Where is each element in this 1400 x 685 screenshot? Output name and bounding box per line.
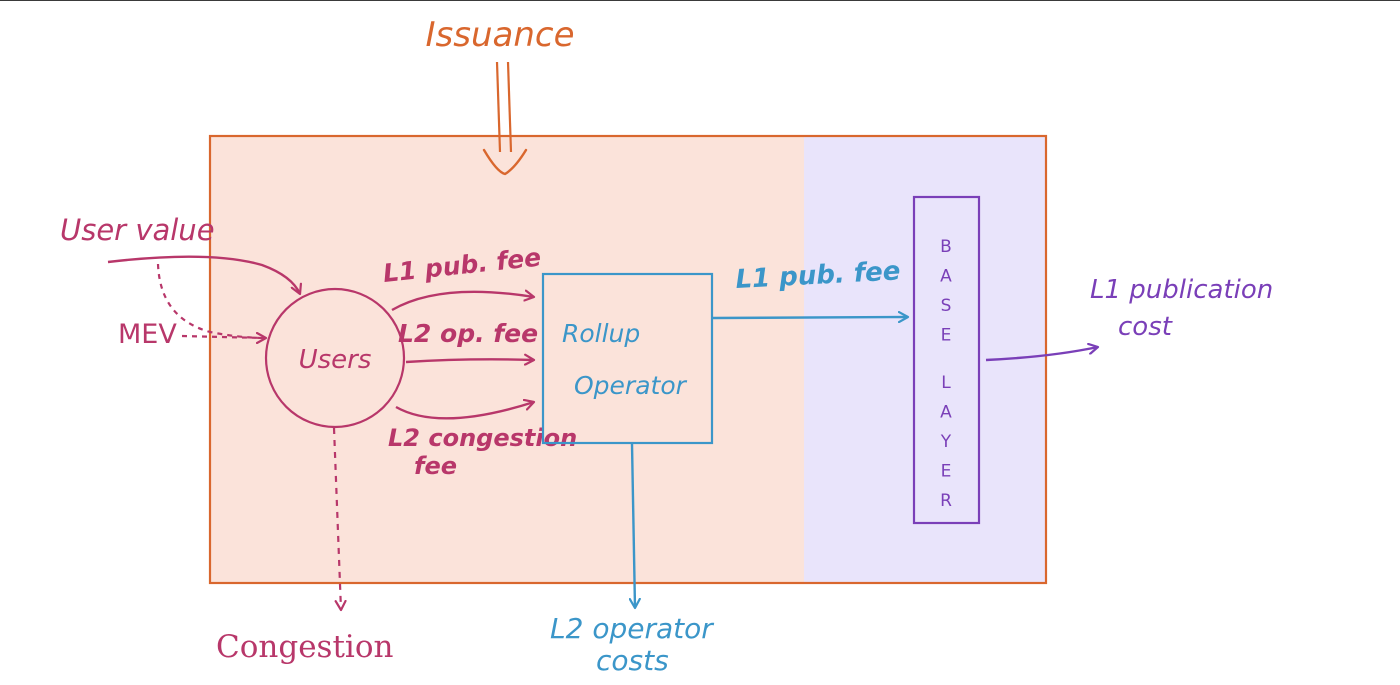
base-layer-letter: B — [940, 237, 952, 257]
user-value-arrow — [107, 255, 300, 294]
base-layer-node — [912, 195, 981, 525]
base-layer-letter: A — [940, 403, 952, 423]
l2-congestion-fee-label-line1: L2 congestion — [388, 424, 577, 452]
congestion-label: Congestion — [216, 629, 393, 665]
base-layer-letter: R — [940, 491, 952, 511]
l2-op-fee-label: L2 op. fee — [398, 319, 538, 348]
users-node — [264, 287, 406, 429]
issuance-arrow — [482, 61, 528, 176]
l2-operator-costs-arrow — [632, 443, 635, 608]
l1-publication-cost-label-line1: L1 publication — [1090, 275, 1273, 305]
issuance-label: Issuance — [426, 15, 575, 55]
base-layer-letter: S — [941, 296, 952, 316]
system-boundary — [208, 134, 1048, 585]
rollup-operator-label-line1: Rollup — [562, 319, 640, 348]
top-rule — [0, 0, 1400, 1]
l2-operator-costs-label-line2: costs — [596, 644, 669, 677]
l1-publication-cost-arrow — [985, 347, 1098, 362]
base-layer-letter: E — [941, 462, 952, 482]
rollup-operator-node — [541, 272, 714, 445]
base-layer-letter: Y — [940, 432, 952, 452]
user-value-label: User value — [60, 213, 215, 247]
l2-operator-costs-label-line1: L2 operator — [550, 612, 714, 645]
users-label: Users — [299, 345, 372, 375]
mev-label: MEV — [118, 319, 177, 350]
base-layer-letter: A — [940, 267, 952, 287]
l2-congestion-fee-arrow — [395, 402, 534, 420]
rollup-operator-label-line2: Operator — [574, 371, 688, 400]
l2-op-fee-arrow — [405, 359, 534, 362]
l2-congestion-fee-label-line2: fee — [414, 452, 457, 480]
l1-publication-cost-label-line2: cost — [1118, 312, 1173, 342]
base-layer-letter: E — [941, 326, 952, 346]
mev-arrow-from-user-value — [156, 263, 266, 338]
mev-arrow — [181, 334, 265, 340]
l1-pub-fee-arrow — [391, 292, 534, 312]
base-layer-letter: L — [941, 373, 951, 393]
operator-to-base-arrow — [712, 317, 908, 318]
